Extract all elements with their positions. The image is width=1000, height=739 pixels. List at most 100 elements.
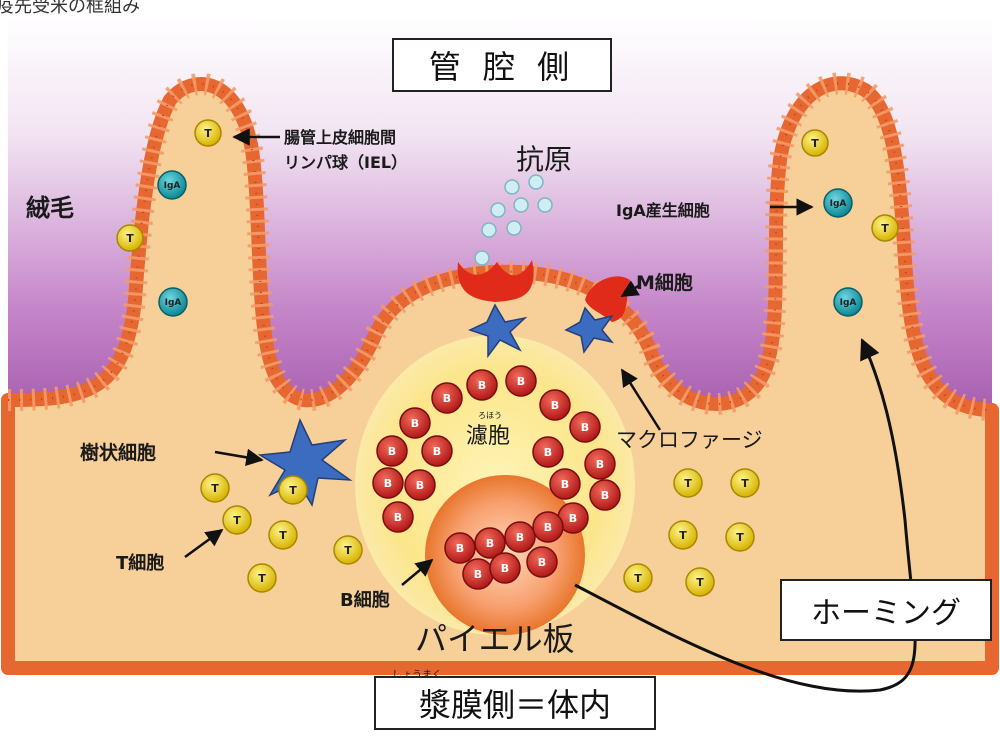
t-cell: T bbox=[201, 474, 229, 502]
b-cell-letter: B bbox=[544, 521, 552, 534]
b-cell: B bbox=[590, 480, 620, 510]
b-cell-letter: B bbox=[474, 568, 482, 581]
b-cell-letter: B bbox=[517, 375, 525, 388]
t-cell-letter: T bbox=[684, 477, 692, 490]
macrophage-label: マクロファージ bbox=[616, 424, 763, 454]
b-cell-letter: B bbox=[516, 531, 524, 544]
serosa-label: 漿膜側＝体内 bbox=[374, 676, 656, 730]
t-cell-letter: T bbox=[634, 572, 642, 585]
t-cell-letter: T bbox=[211, 482, 219, 495]
iga-cell: IgA bbox=[158, 171, 186, 199]
t-cell: T bbox=[726, 523, 754, 551]
t-cell: T bbox=[269, 521, 297, 549]
peyers-patch-label: パイエル板 bbox=[415, 614, 575, 660]
b-cell-letter: B bbox=[544, 446, 552, 459]
t-cell: T bbox=[248, 564, 276, 592]
b-cell-letter: B bbox=[601, 489, 609, 502]
t-cell: T bbox=[334, 536, 362, 564]
iel-label-line2: リンパ球（IEL） bbox=[284, 149, 407, 173]
b-cell: B bbox=[467, 370, 497, 400]
lumen-label: 管 腔 側 bbox=[392, 38, 612, 92]
t-cell: T bbox=[731, 469, 759, 497]
b-cell-letter: B bbox=[486, 537, 494, 550]
b-cell-letter: B bbox=[456, 542, 464, 555]
t-cell-letter: T bbox=[736, 531, 744, 544]
b-cell: B bbox=[585, 449, 615, 479]
b-cell: B bbox=[527, 547, 557, 577]
b-cell: B bbox=[432, 383, 462, 413]
b-cell-label: B細胞 bbox=[340, 586, 390, 612]
dendritic-cell-label: 樹状細胞 bbox=[80, 438, 156, 465]
b-cell-letter: B bbox=[443, 392, 451, 405]
t-cell-letter: T bbox=[679, 529, 687, 542]
iga-cell: IgA bbox=[159, 288, 187, 316]
b-cell: B bbox=[445, 533, 475, 563]
t-cell-label: T細胞 bbox=[116, 549, 164, 575]
t-cell-letter: T bbox=[204, 127, 212, 140]
t-cell: T bbox=[279, 476, 307, 504]
t-cell: T bbox=[686, 568, 714, 596]
b-cell: B bbox=[505, 522, 535, 552]
t-cell-letter: T bbox=[811, 137, 819, 150]
antigen-label: 抗原 bbox=[516, 138, 572, 178]
b-cell: B bbox=[463, 559, 493, 589]
b-cell-letter: B bbox=[581, 421, 589, 434]
b-cell: B bbox=[490, 553, 520, 583]
b-cell-letter: B bbox=[416, 479, 424, 492]
t-cell: T bbox=[624, 564, 652, 592]
villus-label: 絨毛 bbox=[26, 188, 74, 223]
b-cell-letter: B bbox=[596, 458, 604, 471]
b-cell-letter: B bbox=[384, 477, 392, 490]
t-cell-letter: T bbox=[741, 477, 749, 490]
iga-cell-label: IgA産生細胞 bbox=[616, 197, 710, 221]
b-cell-letter: B bbox=[561, 478, 569, 491]
homing-label: ホーミング bbox=[780, 579, 992, 641]
iga-cell-letter: IgA bbox=[840, 298, 857, 308]
b-cell-letter: B bbox=[388, 445, 396, 458]
header-fragment: 疫先受米の框組み bbox=[0, 0, 140, 18]
t-cell-letter: T bbox=[126, 232, 134, 245]
b-cell: B bbox=[373, 468, 403, 498]
t-cell-letter: T bbox=[279, 529, 287, 542]
b-cell: B bbox=[377, 436, 407, 466]
b-cell-letter: B bbox=[538, 556, 546, 569]
t-cell: T bbox=[117, 225, 143, 251]
b-cell-letter: B bbox=[433, 445, 441, 458]
t-cell-letter: T bbox=[696, 576, 704, 589]
b-cell-letter: B bbox=[569, 512, 577, 525]
t-cell-letter: T bbox=[289, 484, 297, 497]
b-cell: B bbox=[550, 469, 580, 499]
iga-cell-letter: IgA bbox=[165, 298, 182, 308]
t-cell-letter: T bbox=[233, 514, 241, 527]
b-cell: B bbox=[533, 437, 563, 467]
b-cell-letter: B bbox=[478, 379, 486, 392]
t-cell: T bbox=[872, 215, 898, 241]
t-cell: T bbox=[195, 120, 221, 146]
b-cell-letter: B bbox=[394, 511, 402, 524]
b-cell-letter: B bbox=[501, 562, 509, 575]
t-cell-letter: T bbox=[258, 572, 266, 585]
germinal-center-label: 濾胞 bbox=[466, 418, 510, 450]
iga-cell-letter: IgA bbox=[164, 181, 181, 191]
b-cell-letter: B bbox=[551, 399, 559, 412]
t-cell: T bbox=[669, 521, 697, 549]
b-cell: B bbox=[405, 470, 435, 500]
b-cell: B bbox=[540, 390, 570, 420]
t-cell-letter: T bbox=[344, 544, 352, 557]
m-cell-label: M細胞 bbox=[636, 268, 693, 295]
t-cell: T bbox=[802, 130, 828, 156]
b-cell: B bbox=[422, 436, 452, 466]
b-cell: B bbox=[506, 366, 536, 396]
iga-cell: IgA bbox=[824, 189, 852, 217]
t-cell: T bbox=[223, 506, 251, 534]
iel-label-line1: 腸管上皮細胞間 bbox=[284, 124, 396, 148]
b-cell: B bbox=[400, 408, 430, 438]
b-cell-letter: B bbox=[411, 417, 419, 430]
b-cell: B bbox=[383, 502, 413, 532]
b-cell: B bbox=[570, 412, 600, 442]
iga-cell-letter: IgA bbox=[830, 199, 847, 209]
t-cell: T bbox=[674, 469, 702, 497]
iga-cell: IgA bbox=[834, 288, 862, 316]
b-cell: B bbox=[533, 512, 563, 542]
